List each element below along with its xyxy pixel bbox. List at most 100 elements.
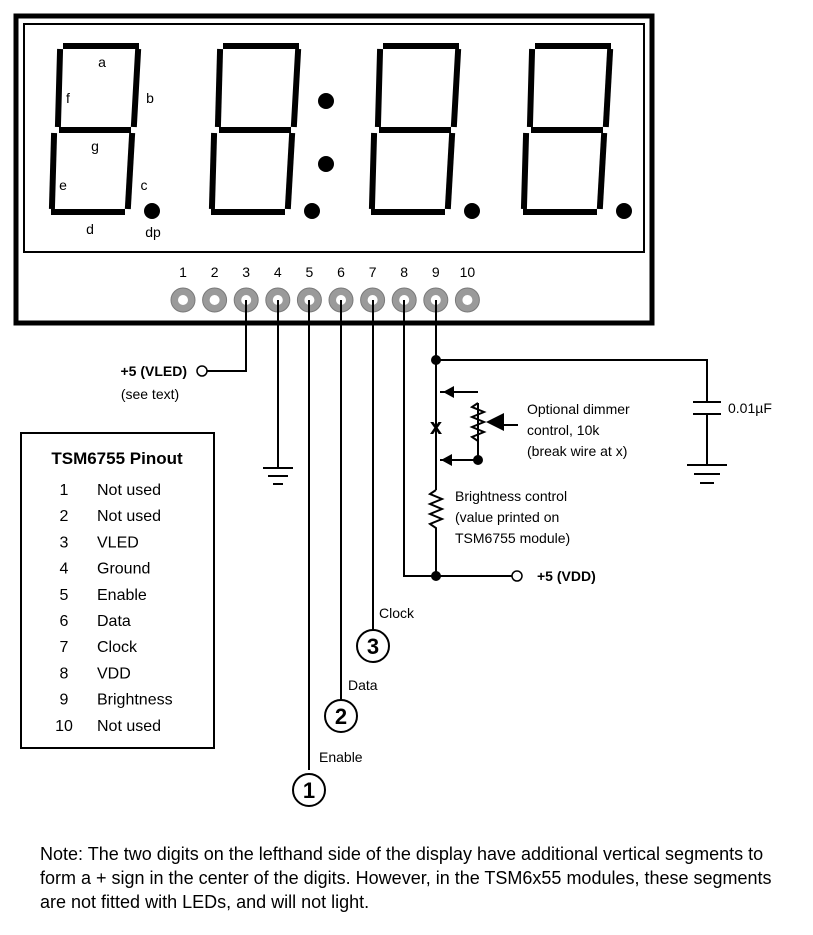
display-module xyxy=(13,13,655,326)
callout-number: 2 xyxy=(335,704,347,729)
decimal-point xyxy=(616,203,632,219)
dimmer-label: Optional dimmer control, 10k (break wire… xyxy=(527,401,630,459)
segment xyxy=(444,132,456,210)
segment xyxy=(290,48,302,128)
pinout-function: Not used xyxy=(97,508,161,525)
colon-dots xyxy=(318,93,334,172)
dimmer-label-line: control, 10k xyxy=(527,422,600,438)
vdd-label: +5 (VDD) xyxy=(537,568,596,584)
segment-label-a: a xyxy=(98,54,106,70)
segment-labels: a b c d e f g dp xyxy=(59,54,161,240)
segment xyxy=(48,132,58,210)
decimal-point xyxy=(144,203,160,219)
callout-label: Data xyxy=(348,677,378,693)
pinout-pin: 8 xyxy=(60,665,69,682)
digit xyxy=(48,43,142,215)
vdd-terminal xyxy=(511,570,523,582)
pinout-pin: 5 xyxy=(60,587,69,604)
brightness-resistor xyxy=(427,489,445,532)
pin-number: 4 xyxy=(274,264,282,280)
segment xyxy=(450,48,462,128)
pin-number: 9 xyxy=(432,264,440,280)
segment-label-d: d xyxy=(86,221,94,237)
pinout-pin: 9 xyxy=(60,692,69,709)
segment xyxy=(374,48,384,128)
segment xyxy=(214,48,224,128)
segment xyxy=(368,132,378,210)
pinout-title: TSM6755 Pinout xyxy=(51,449,183,468)
vled-note: (see text) xyxy=(121,386,179,402)
decimal-point xyxy=(304,203,320,219)
vled-terminal xyxy=(196,365,208,377)
pinout-function: Not used xyxy=(97,718,161,735)
callout-label: Clock xyxy=(379,605,415,621)
dimmer-potentiometer xyxy=(441,386,518,466)
digit xyxy=(520,43,614,215)
dimmer-label-line: (break wire at x) xyxy=(527,443,627,459)
decimal-point xyxy=(464,203,480,219)
junctions xyxy=(196,355,523,582)
pinout-pin: 1 xyxy=(60,482,69,499)
callout-clock: 3 Clock xyxy=(356,605,415,663)
pinout-function: VDD xyxy=(97,665,131,682)
digit xyxy=(208,43,302,215)
pinout-function: Not used xyxy=(97,482,161,499)
segment xyxy=(208,132,218,210)
segment-label-b: b xyxy=(146,90,154,106)
footnote: Note: The two digits on the lefthand sid… xyxy=(40,844,772,912)
segment-label-dp: dp xyxy=(145,224,161,240)
pin-hole xyxy=(178,295,188,305)
pinout-function: Ground xyxy=(97,561,150,578)
pinout-pin: 7 xyxy=(60,639,69,656)
pin-number: 6 xyxy=(337,264,345,280)
brightness-label-line: Brightness control xyxy=(455,488,567,504)
segment-label-f: f xyxy=(66,90,70,106)
segment xyxy=(124,132,136,210)
capacitor-symbol xyxy=(693,401,721,415)
pinout-function: Data xyxy=(97,613,131,630)
ground-symbol-capacitor xyxy=(687,464,727,484)
pinout-function: Clock xyxy=(97,639,138,656)
pin-number: 2 xyxy=(211,264,219,280)
callout-label: Enable xyxy=(319,749,363,765)
brightness-label: Brightness control (value printed on TSM… xyxy=(455,488,570,546)
break-mark: x xyxy=(430,414,443,439)
pinout-pin: 4 xyxy=(60,561,69,578)
wires xyxy=(207,300,708,770)
segment xyxy=(520,132,530,210)
pin-hole xyxy=(209,295,220,305)
dimmer-label-line: Optional dimmer xyxy=(527,401,630,417)
pinout-function: Enable xyxy=(97,587,147,604)
pinout-function: Brightness xyxy=(97,692,173,709)
pinout-pin: 2 xyxy=(60,508,69,525)
pin-number: 7 xyxy=(369,264,377,280)
pin-number: 8 xyxy=(400,264,408,280)
segment-label-e: e xyxy=(59,177,67,193)
pinout-pin: 10 xyxy=(55,718,73,735)
segment xyxy=(284,132,296,210)
vled-label: +5 (VLED) xyxy=(120,363,187,379)
callout-enable: 1 Enable xyxy=(292,749,363,807)
capacitor-label: 0.01µF xyxy=(728,400,772,416)
callout-number: 1 xyxy=(303,778,315,803)
pin-number: 1 xyxy=(179,264,187,280)
segment xyxy=(596,132,608,210)
digit xyxy=(368,43,462,215)
ground-symbol-pin4 xyxy=(263,467,293,485)
pin-hole xyxy=(462,295,473,305)
pin-number: 10 xyxy=(460,264,476,280)
segment xyxy=(526,48,536,128)
callout-number: 3 xyxy=(367,634,379,659)
pinout-pin: 6 xyxy=(60,613,69,630)
pin-numbers: 1 2 3 4 5 6 7 8 9 10 xyxy=(179,264,475,280)
seven-segment-digits xyxy=(48,43,632,219)
segment xyxy=(130,48,142,128)
pin-number: 5 xyxy=(306,264,314,280)
pin-number: 3 xyxy=(242,264,250,280)
brightness-label-line: TSM6755 module) xyxy=(455,530,570,546)
segment-label-g: g xyxy=(91,138,99,154)
brightness-label-line: (value printed on xyxy=(455,509,559,525)
wiring-diagram: a b c d e f g dp 1 2 3 4 5 6 7 8 9 10 xyxy=(13,13,772,807)
segment xyxy=(602,48,614,128)
